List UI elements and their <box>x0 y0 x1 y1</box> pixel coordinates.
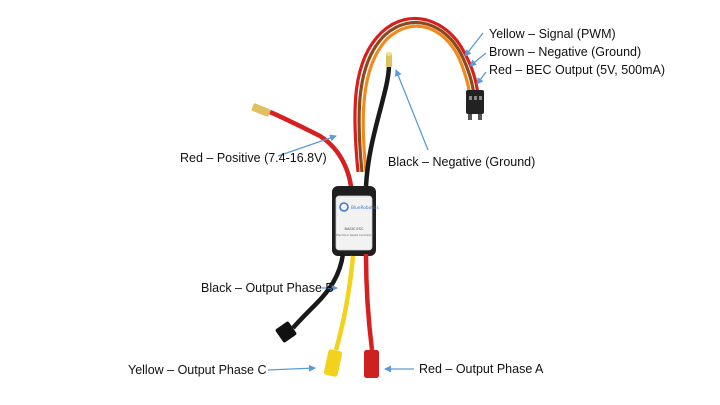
label-negative-black: Black – Negative (Ground) <box>388 155 536 169</box>
esc-subtitle: Electronic Speed Controller <box>336 233 372 237</box>
arrow-signal <box>464 32 484 57</box>
negative-power-wire <box>363 52 392 187</box>
esc-body: BlueRobotics BASIC ESC Electronic Speed … <box>332 186 380 256</box>
wire-orange-signal <box>361 24 472 173</box>
phase-a-wire <box>363 253 379 378</box>
callout-arrows <box>267 32 487 373</box>
label-phase-a: Red – Output Phase A <box>419 362 544 376</box>
arrow-brown-ground <box>469 52 487 67</box>
esc-model: BASIC ESC <box>345 227 364 231</box>
arrow-negative-black <box>394 69 429 151</box>
arrow-positive <box>277 134 337 157</box>
esc-brand: BlueRobotics <box>351 205 380 211</box>
arrow-phase-c <box>267 364 316 372</box>
label-bec: Red – BEC Output (5V, 500mA) <box>489 63 666 77</box>
phase-c-wire <box>323 255 356 377</box>
arrow-bec <box>476 71 487 85</box>
label-phase-c: Yellow – Output Phase C <box>128 363 267 377</box>
servo-connector <box>466 90 484 120</box>
label-phase-b: Black – Output Phase B <box>201 281 334 295</box>
label-brown-ground: Brown – Negative (Ground) <box>489 45 642 59</box>
brand-logo-icon <box>339 202 349 212</box>
wire-brown-ground <box>357 20 476 173</box>
label-signal: Yellow – Signal (PWM) <box>489 27 616 41</box>
label-positive: Red – Positive (7.4-16.8V) <box>180 151 327 165</box>
wire-red-bec <box>353 16 480 173</box>
positive-power-wire <box>251 103 355 201</box>
phase-b-wire <box>275 253 346 343</box>
signal-cable <box>353 16 480 173</box>
